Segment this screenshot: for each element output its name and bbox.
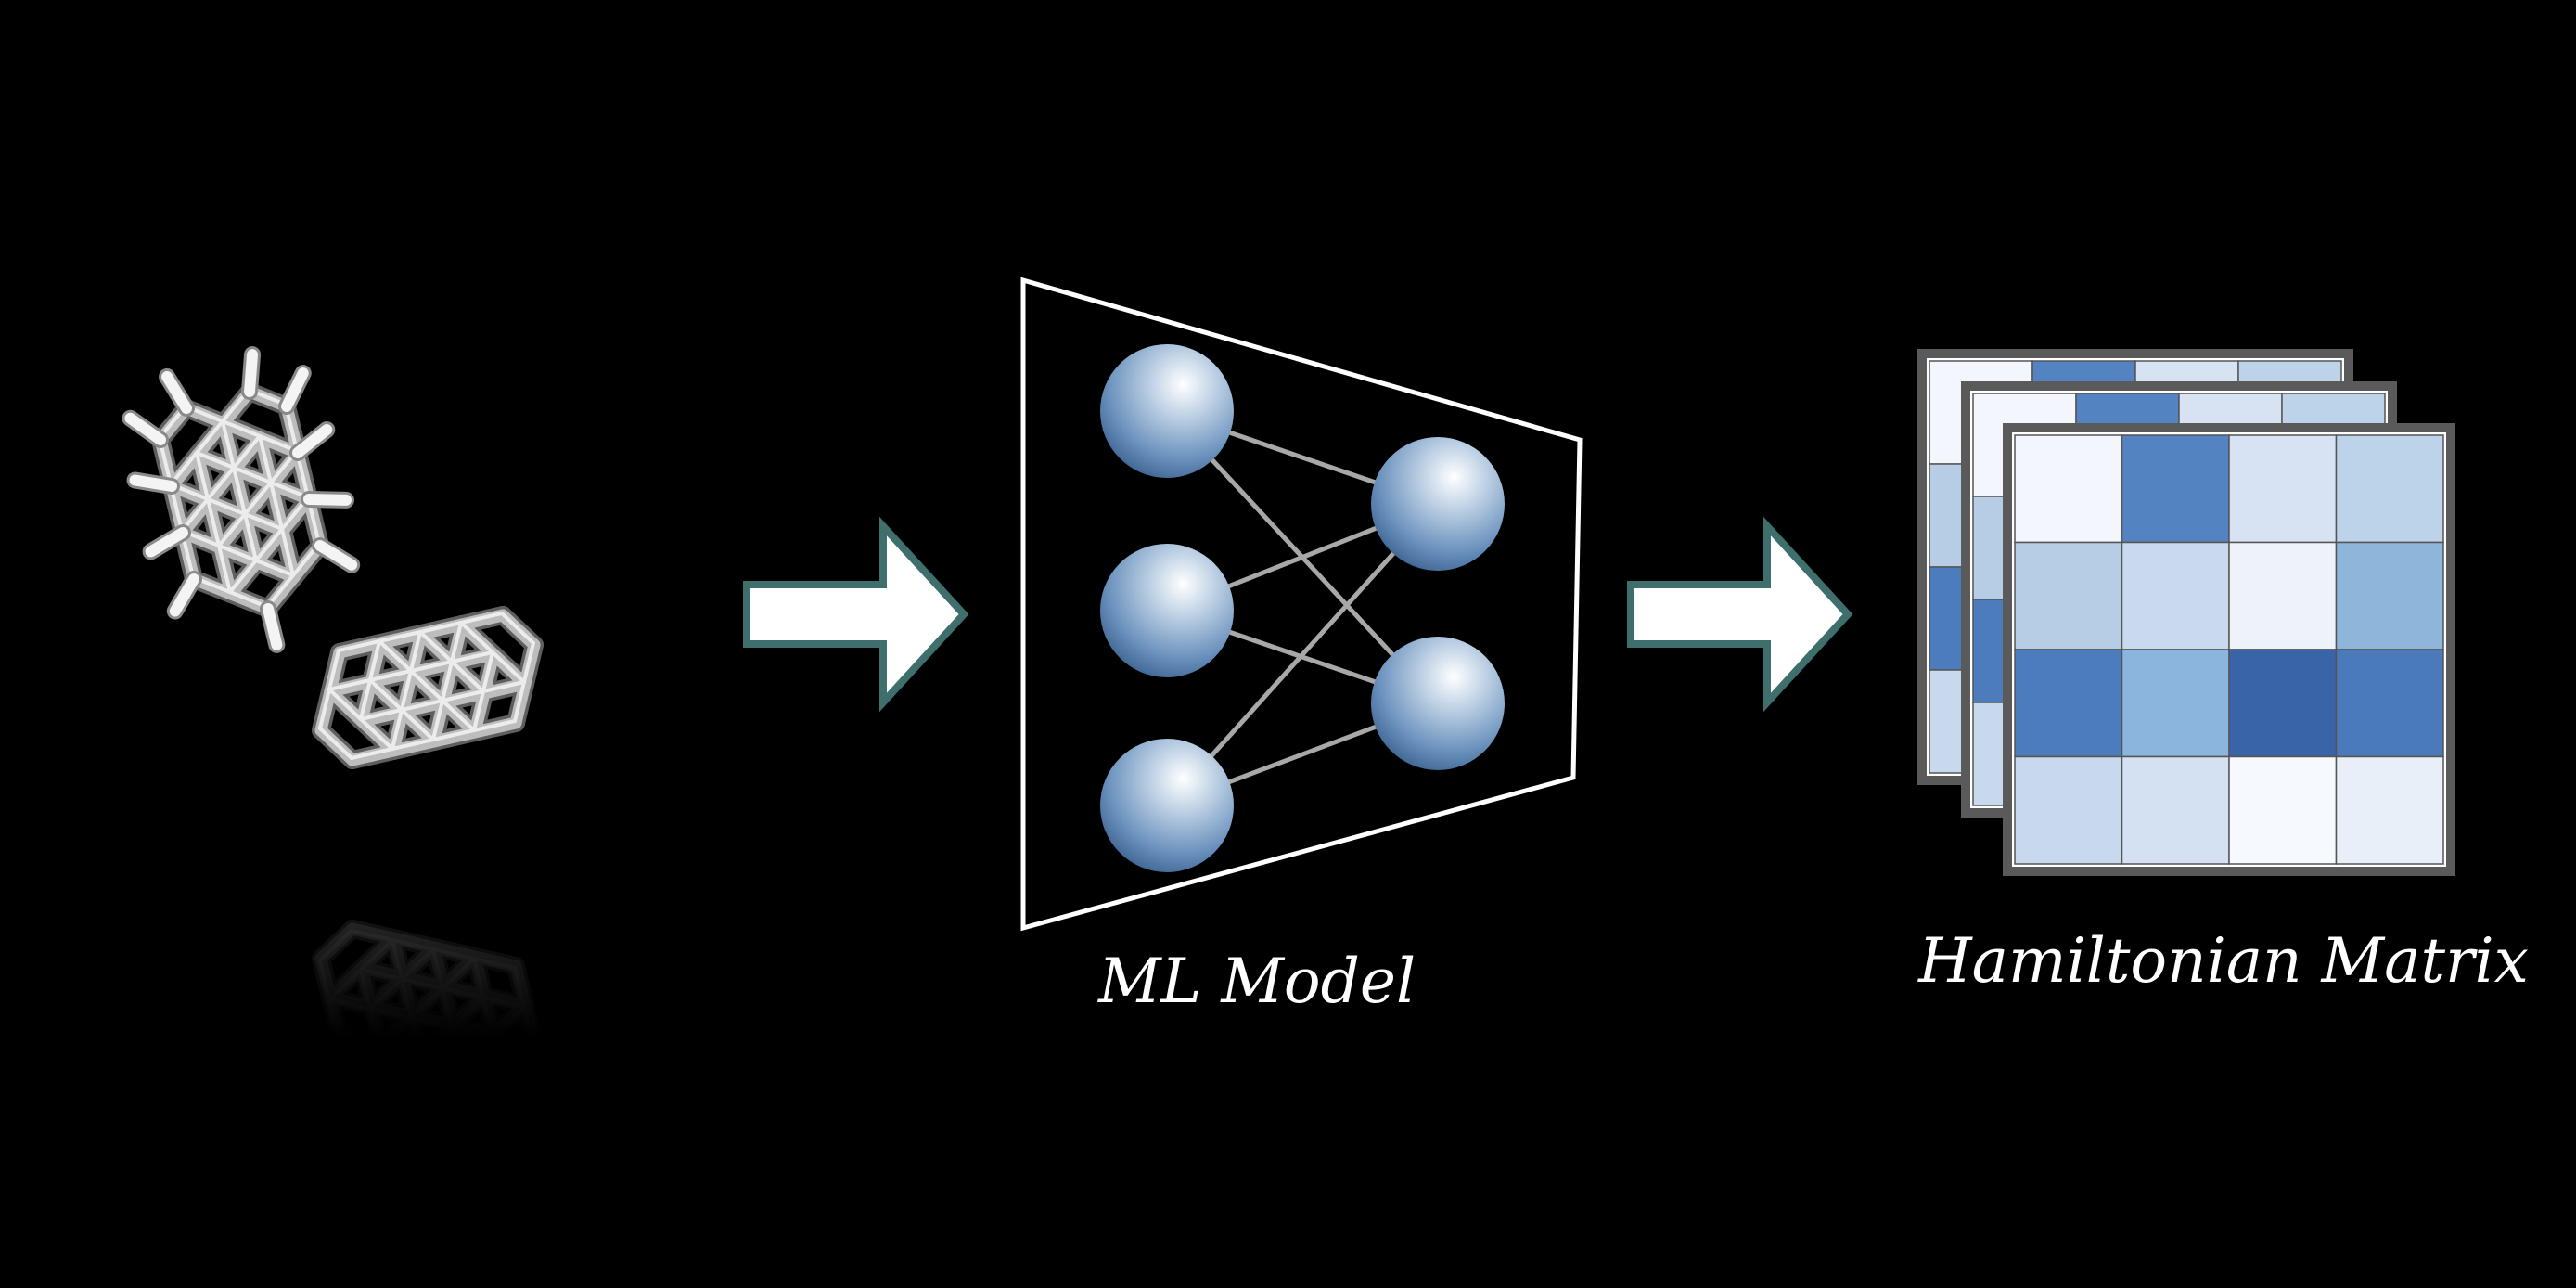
matrix-cell [2014, 434, 2123, 544]
molecule-reflection [312, 920, 544, 1083]
input-node [1100, 344, 1234, 478]
matrix-cell [2335, 541, 2444, 650]
network-nodes [1100, 344, 1505, 872]
matrix-cell [2014, 541, 2123, 650]
matrix-cell [2121, 755, 2230, 865]
matrix-cell [2335, 649, 2444, 758]
matrix-layer [2003, 423, 2455, 876]
matrix-cell [2121, 649, 2230, 758]
molecule-tilted [122, 346, 361, 653]
matrix-cell [2228, 755, 2338, 865]
molecule-icon [122, 346, 544, 1083]
input-node [1100, 739, 1234, 872]
matrix-cell [2228, 649, 2338, 758]
input-node [1100, 544, 1234, 677]
molecule-flat [312, 606, 544, 769]
matrix-cell [2014, 755, 2123, 865]
matrix-cell [2121, 434, 2230, 544]
output-node [1371, 437, 1505, 571]
model-frame [1020, 277, 1583, 932]
arrow-right-icon [1627, 516, 1853, 713]
matrix-cell [2014, 649, 2123, 758]
matrix-stack-icon [1917, 349, 2455, 876]
matrix-cell [2228, 541, 2338, 650]
model-label: ML Model [1097, 946, 1416, 1017]
matrix-cell [2121, 541, 2230, 650]
matrix-cell [2335, 755, 2444, 865]
matrix-cell [2228, 434, 2338, 544]
output-label: Hamiltonian Matrix [1917, 925, 2529, 997]
output-node [1371, 637, 1505, 770]
matrix-cell [2335, 434, 2444, 544]
arrow-right-icon [743, 516, 969, 713]
